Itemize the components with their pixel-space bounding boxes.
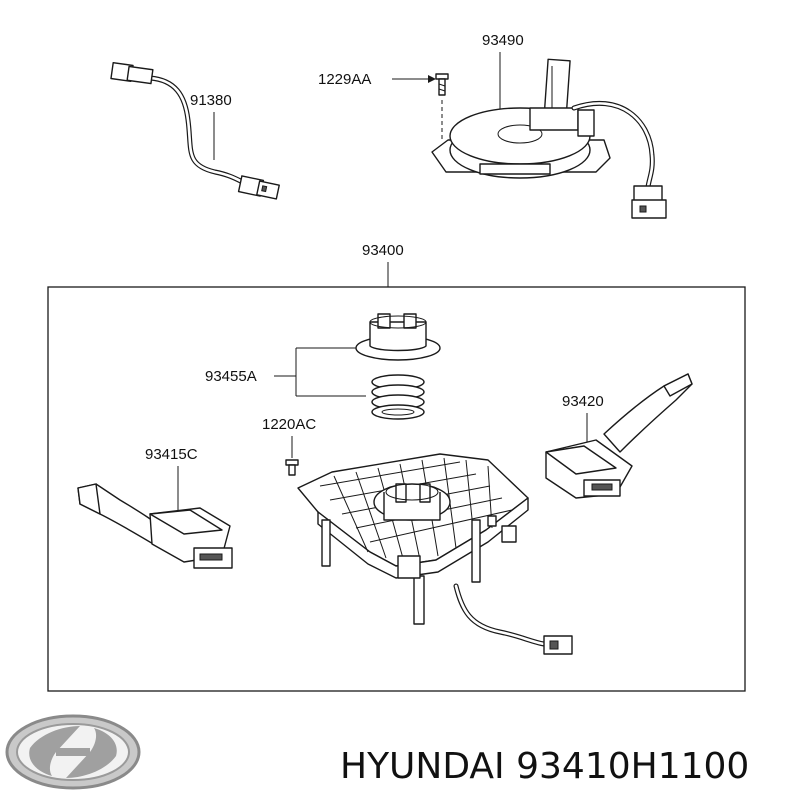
label-93400: 93400 (362, 242, 404, 259)
switch-body-frame (297, 453, 529, 625)
turn-signal-switch-93415C (77, 483, 233, 569)
label-1229AA: 1229AA (318, 71, 371, 88)
cancel-cam-93455A (355, 313, 441, 361)
screw-1229AA (435, 73, 449, 96)
label-1220AC: 1220AC (262, 416, 316, 433)
leader-arrow-1229AA (428, 75, 436, 83)
label-93415C: 93415C (145, 446, 198, 463)
body-wire-connector (453, 583, 573, 655)
harness-connector-top (110, 61, 154, 85)
label-93455A: 93455A (205, 368, 257, 385)
label-91380: 91380 (190, 92, 232, 109)
screw-1220AC (285, 459, 299, 476)
part-number-caption: HYUNDAI 93410H1100 (340, 746, 749, 787)
assembly-frame-93400 (47, 286, 746, 692)
return-spring-93455A (371, 374, 425, 420)
hyundai-logo (5, 714, 141, 790)
wiper-switch-93420 (545, 373, 693, 499)
harness-connector-bottom (237, 175, 280, 200)
label-93490: 93490 (482, 32, 524, 49)
clock-spring-93490 (431, 58, 667, 219)
wire-harness-91380 (110, 61, 280, 200)
leader-93455A (274, 347, 366, 397)
label-93420: 93420 (562, 393, 604, 410)
